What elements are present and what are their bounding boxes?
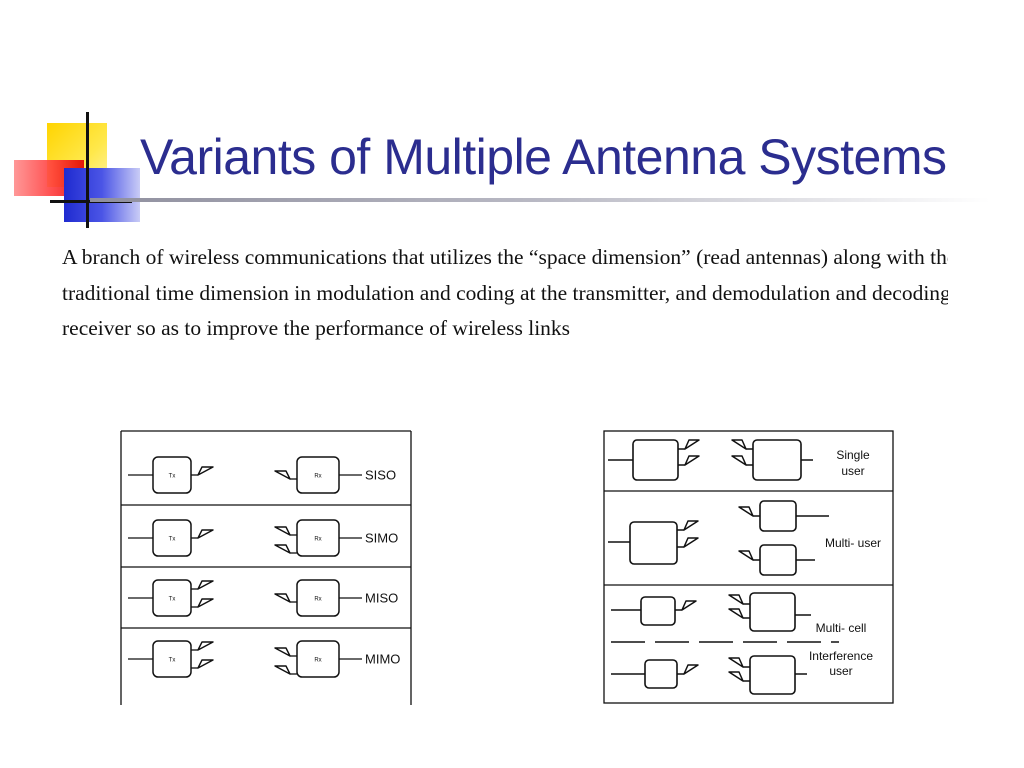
rx-antenna-icon <box>274 665 291 675</box>
config-row-miso: Tx Rx MISO <box>128 579 398 617</box>
tx-label: Tx <box>169 474 176 480</box>
mu-tx-box <box>629 521 678 565</box>
mu-tx-antenna-2 <box>683 537 699 548</box>
rx-antenna-icon <box>274 593 291 603</box>
iu-rx-antenna-1 <box>728 657 744 668</box>
decor-vertical-line <box>86 112 89 228</box>
su-tx-antenna-1 <box>684 439 700 450</box>
mc-tx-antenna <box>681 600 697 611</box>
iu-rx-box <box>749 655 796 695</box>
iu-tx-antenna <box>683 664 699 675</box>
config-label: MISO <box>365 591 398 606</box>
section-label-multi-cell: Multi- cell <box>816 621 867 635</box>
config-label: SIMO <box>365 531 398 546</box>
rx-label: Rx <box>314 474 321 480</box>
tx-label: Tx <box>169 537 176 543</box>
mu-rx-box-2 <box>759 544 797 576</box>
rx-antenna-icon <box>274 544 291 554</box>
mu-rx-antenna-1 <box>738 506 754 517</box>
iu-tx-box <box>644 659 678 689</box>
config-row-mimo: Tx Rx MIMO <box>128 640 400 678</box>
section-label-single-user-2: user <box>841 464 864 478</box>
rx-label: Rx <box>314 597 321 603</box>
su-tx-box <box>632 439 679 481</box>
rx-label: Rx <box>314 537 321 543</box>
config-row-simo: Tx Rx SIMO <box>128 519 398 557</box>
slide-title: Variants of Multiple Antenna Systems <box>140 129 947 185</box>
tx-antenna-icon <box>197 659 214 669</box>
tx-antenna-icon <box>197 598 214 608</box>
mc-rx-antenna-2 <box>728 608 744 619</box>
config-label: MIMO <box>365 652 400 667</box>
rx-antenna-icon <box>274 647 291 657</box>
section-label-interference-1: Interference <box>809 649 873 663</box>
mc-rx-box <box>749 592 796 632</box>
section-label-single-user-1: Single <box>836 448 870 462</box>
tx-antenna-icon <box>197 466 214 476</box>
mu-tx-antenna-1 <box>683 520 699 531</box>
section-label-interference-2: user <box>829 664 852 678</box>
rx-antenna-icon <box>274 526 291 536</box>
su-rx-antenna-1 <box>731 439 747 450</box>
config-label: SISO <box>365 468 396 483</box>
decor-blue-block <box>64 168 140 222</box>
title-underline <box>90 198 990 202</box>
tx-antenna-icon <box>197 529 214 539</box>
tx-antenna-icon <box>197 641 214 651</box>
multiuser-scenario-diagram: Single user Multi- user Multi- cell Inte… <box>603 430 894 704</box>
iu-rx-antenna-2 <box>728 671 744 682</box>
mc-tx-box <box>640 596 676 626</box>
su-tx-antenna-2 <box>684 455 700 466</box>
body-text: A branch of wireless communications that… <box>62 245 948 340</box>
config-row-siso: Tx Rx SISO <box>128 456 396 494</box>
su-rx-antenna-2 <box>731 455 747 466</box>
tx-label: Tx <box>169 597 176 603</box>
section-label-multi-user: Multi- user <box>825 536 881 550</box>
tx-box <box>152 579 192 617</box>
tx-box <box>152 640 192 678</box>
mu-rx-box-1 <box>759 500 797 532</box>
rx-label: Rx <box>314 658 321 664</box>
tx-antenna-icon <box>197 580 214 590</box>
mu-rx-antenna-2 <box>738 550 754 561</box>
mc-rx-antenna-1 <box>728 594 744 605</box>
body-text-container: A branch of wireless communications that… <box>62 240 948 390</box>
su-rx-box <box>752 439 802 481</box>
tx-label: Tx <box>169 658 176 664</box>
rx-antenna-icon <box>274 470 291 480</box>
